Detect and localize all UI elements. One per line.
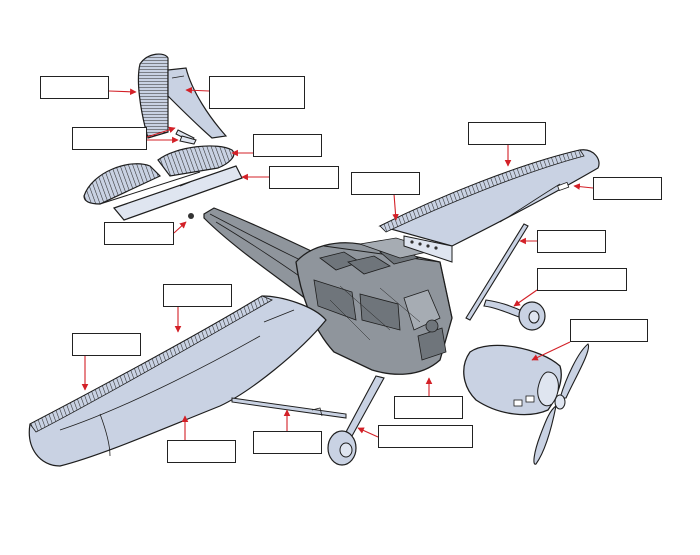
pointer-6 <box>173 221 187 234</box>
pointer-9 <box>573 183 594 190</box>
trim-tab <box>175 129 197 145</box>
label-pointers <box>81 86 594 440</box>
label-box-right-wing[interactable] <box>468 122 546 145</box>
pointer-8 <box>392 193 399 221</box>
propeller <box>533 343 590 465</box>
right-wing <box>378 149 600 263</box>
pointer-17 <box>357 427 379 438</box>
label-box-rudder[interactable] <box>209 76 305 109</box>
label-box-flap[interactable] <box>351 172 420 195</box>
label-box-tail-wheel[interactable] <box>104 222 174 245</box>
label-box-elevator[interactable] <box>269 166 339 189</box>
label-box-vertical-stabilizer[interactable] <box>40 76 109 99</box>
rudder <box>167 67 228 139</box>
nose-landing-gear <box>327 375 385 466</box>
pointer-2 <box>185 86 210 94</box>
pointer-3a <box>146 126 176 138</box>
wing-strut <box>465 223 529 321</box>
label-box-strut[interactable] <box>253 431 322 454</box>
label-box-main-landing-gear[interactable] <box>537 268 627 291</box>
label-box-wing-strut[interactable] <box>537 230 606 253</box>
pointer-11 <box>513 289 538 307</box>
label-box-left-wing-tip[interactable] <box>163 284 232 307</box>
label-box-left-wing[interactable] <box>72 333 141 356</box>
label-box-trim-tab[interactable] <box>72 127 147 150</box>
label-box-nose-gear[interactable] <box>378 425 473 448</box>
right-main-landing-gear <box>483 299 546 331</box>
label-box-aileron[interactable] <box>593 177 662 200</box>
label-box-trailing-edge[interactable] <box>167 440 236 463</box>
pointer-1 <box>108 88 137 96</box>
fuselage <box>203 207 453 375</box>
left-wing <box>28 295 327 467</box>
label-box-fuselage[interactable] <box>394 396 463 419</box>
label-box-horizontal-stabilizer[interactable] <box>253 134 322 157</box>
label-box-engine-cowling[interactable] <box>570 319 648 342</box>
pointer-12 <box>531 341 571 361</box>
vertical-stabilizer <box>137 53 169 139</box>
left-wing-strut <box>231 397 347 419</box>
engine-cowling <box>463 344 562 416</box>
